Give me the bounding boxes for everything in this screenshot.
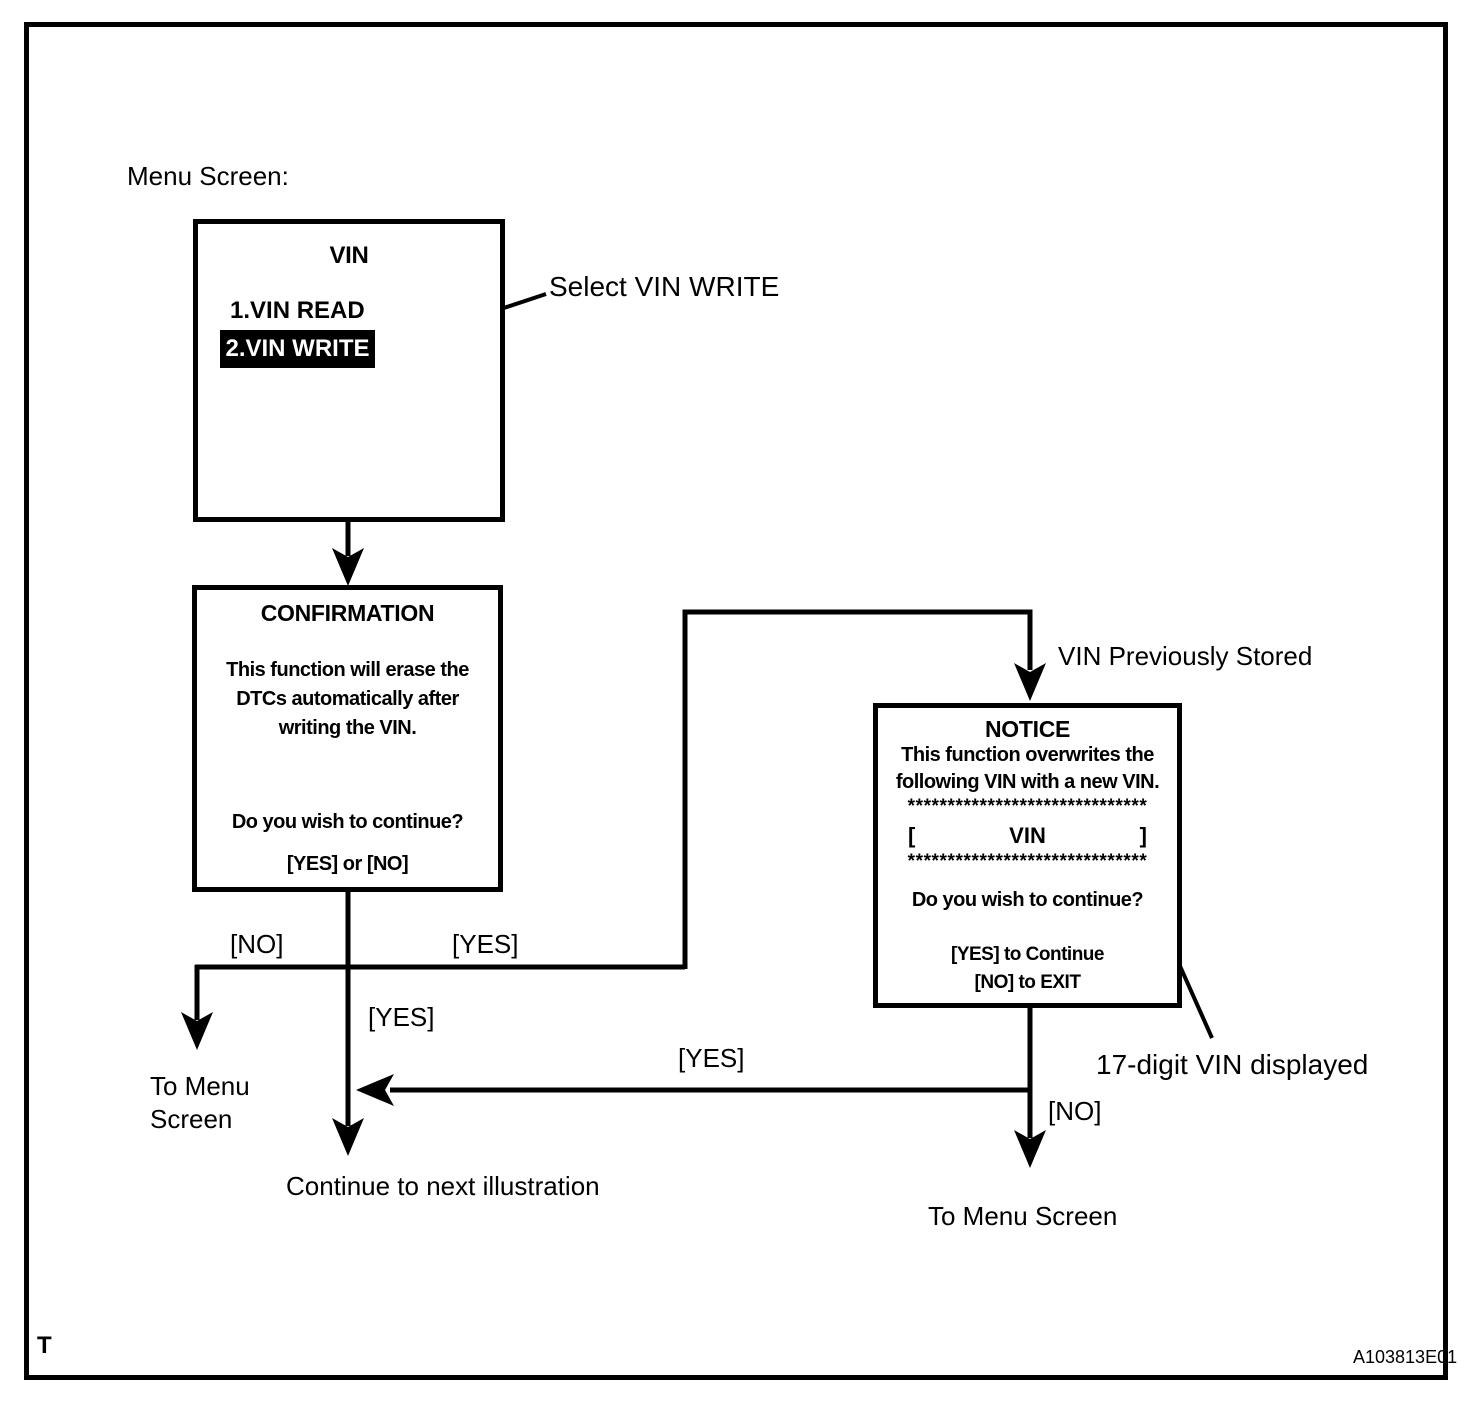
notice-vin-field: [ VIN ]	[878, 823, 1177, 849]
confirmation-body-line1: This function will erase the	[226, 659, 469, 681]
notice-bracket-open: [	[908, 823, 916, 848]
to-menu-left-line2: Screen	[150, 1104, 233, 1134]
menu-item-vin-read: 1.VIN READ	[230, 297, 365, 324]
notice-vin-placeholder: VIN	[1009, 823, 1046, 848]
notice-bracket-close: ]	[1139, 823, 1147, 848]
confirmation-options: [YES] or [NO]	[286, 853, 409, 875]
footer-page-mark: T	[37, 1332, 52, 1359]
menu-screen-box: VIN 1.VIN READ 2.VIN WRITE	[193, 219, 505, 522]
seventeen-digit-vin-label: 17-digit VIN displayed	[1096, 1049, 1369, 1080]
notice-body-line2: following VIN with a new VIN.	[895, 771, 1160, 793]
to-menu-screen-left-label: To Menu Screen	[150, 1070, 250, 1136]
notice-question: Do you wish to continue?	[911, 889, 1144, 911]
notice-stars-top: ******************************	[907, 796, 1148, 817]
yes-branch-label: [YES]	[452, 929, 519, 959]
select-vin-write-label: Select VIN WRITE	[549, 271, 780, 302]
menu-screen-caption: Menu Screen:	[127, 161, 289, 191]
confirmation-body-line2: DTCs automatically after	[236, 688, 459, 710]
confirmation-title: CONFIRMATION	[260, 600, 435, 626]
yes-down-label: [YES]	[368, 1002, 435, 1032]
yes-return-label: [YES]	[678, 1043, 745, 1073]
page-border	[24, 22, 1448, 1380]
notice-stars-bottom: ******************************	[907, 851, 1148, 872]
confirmation-screen-box: CONFIRMATION This function will erase th…	[192, 585, 503, 892]
menu-item-vin-write-highlighted: 2.VIN WRITE	[220, 330, 375, 368]
notice-option-no: [NO] to EXIT	[974, 972, 1081, 993]
to-menu-screen-right-label: To Menu Screen	[928, 1201, 1118, 1231]
notice-body-line1: This function overwrites the	[901, 744, 1154, 766]
figure-code: A103813E01	[1353, 1347, 1458, 1367]
menu-screen-title: VIN	[329, 242, 369, 269]
no-branch-label: [NO]	[230, 929, 284, 959]
confirmation-body-line3: writing the VIN.	[278, 717, 417, 739]
confirmation-question: Do you wish to continue?	[231, 811, 464, 833]
notice-option-yes: [YES] to Continue	[951, 944, 1104, 965]
notice-title: NOTICE	[984, 716, 1071, 742]
notice-screen-box: NOTICE This function overwrites the foll…	[873, 703, 1182, 1008]
to-menu-left-line1: To Menu	[150, 1071, 250, 1101]
continue-next-label: Continue to next illustration	[286, 1171, 600, 1201]
no-notice-label: [NO]	[1048, 1096, 1102, 1126]
vin-previously-stored-label: VIN Previously Stored	[1058, 641, 1313, 671]
